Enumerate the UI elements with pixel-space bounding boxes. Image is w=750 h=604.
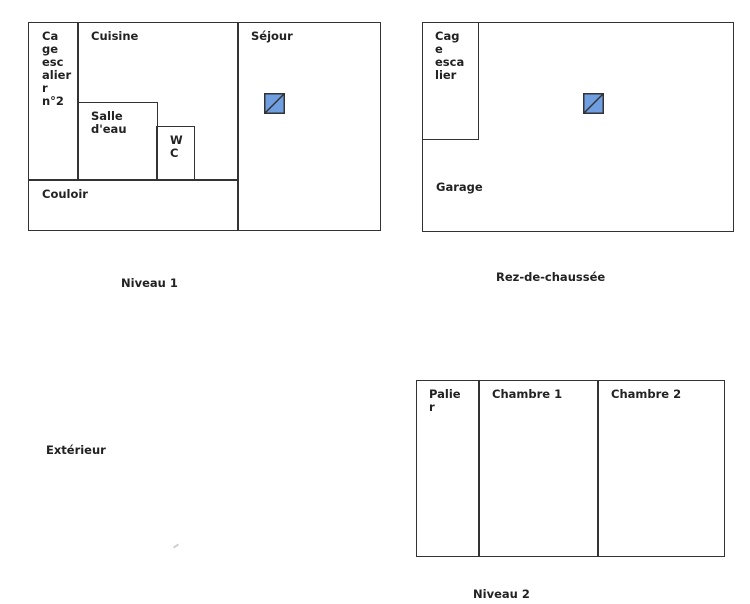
label-chambre2: Chambre 2 [611, 387, 682, 401]
stairwell-icon [264, 93, 285, 114]
caption-niveau2: Niveau 2 [473, 587, 530, 601]
label-garage: Garage [436, 180, 483, 194]
stairwell-icon [583, 93, 604, 114]
label-salle-deau: Salle d'eau [91, 109, 127, 136]
label-exterieur: Extérieur [46, 443, 106, 457]
room-couloir [28, 179, 239, 231]
label-palier: Palie r [429, 387, 461, 414]
room-chambre1 [478, 380, 599, 557]
label-couloir: Couloir [42, 187, 88, 201]
label-cage-escalier-2: Ca ge esc alier r n°2 [42, 29, 72, 108]
caption-rez-de-chaussee: Rez-de-chaussée [496, 270, 606, 284]
scan-speck [172, 543, 180, 549]
caption-niveau1: Niveau 1 [121, 276, 178, 290]
room-cage-escalier-2 [28, 22, 79, 181]
room-cage-escalier [422, 22, 479, 140]
label-sejour: Séjour [251, 29, 293, 43]
room-chambre2 [597, 380, 725, 557]
label-cuisine: Cuisine [91, 29, 139, 43]
label-wc: W C [170, 133, 183, 160]
room-sejour [237, 22, 381, 231]
room-salle-deau [77, 102, 158, 181]
room-palier [416, 380, 480, 557]
label-chambre1: Chambre 1 [492, 387, 563, 401]
room-wc [156, 126, 195, 181]
label-cage-escalier: Cag e esca lier [435, 29, 465, 82]
